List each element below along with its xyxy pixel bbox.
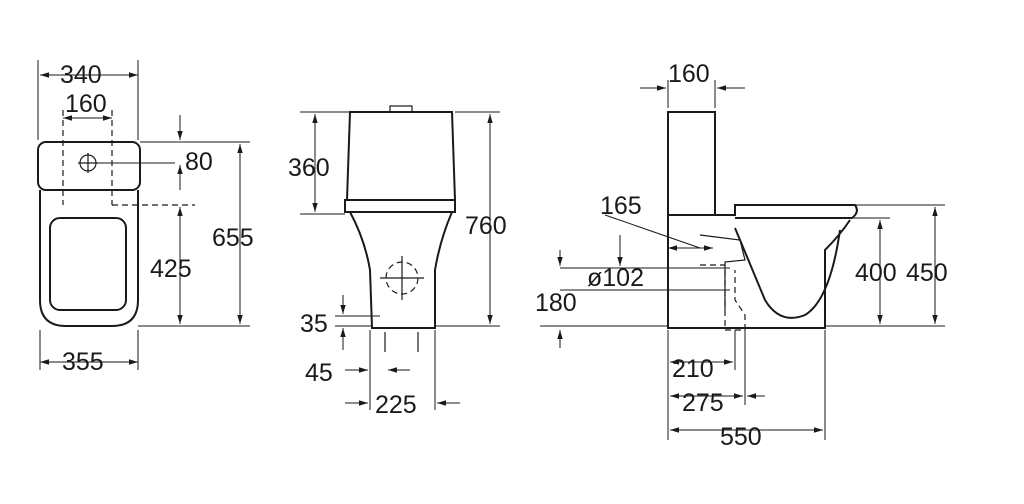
bowl-outline (667, 215, 851, 329)
dim-450: 450 (906, 259, 948, 287)
seat-outline (49, 217, 127, 311)
dim-655: 655 (212, 224, 254, 252)
tank-outline (345, 111, 457, 201)
dim-180: 180 (535, 289, 577, 317)
side-view: 160 165 ø102 180 400 450 210 275 550 (535, 60, 948, 451)
dim-550: 550 (720, 423, 762, 451)
seat-outline (668, 204, 858, 219)
tank-outline (667, 111, 716, 216)
dim-45: 45 (305, 359, 333, 387)
front-view: 360 760 35 45 225 (288, 105, 507, 419)
pedestal-outline (349, 211, 453, 329)
tank-outline (37, 141, 141, 191)
dim-340: 340 (60, 61, 102, 89)
dim-35: 35 (300, 310, 328, 338)
dim-760: 760 (465, 212, 507, 240)
dim-400: 400 (855, 259, 897, 287)
dim-165: 165 (600, 192, 642, 220)
dim-355: 355 (62, 348, 104, 376)
dim-160: 160 (65, 90, 107, 118)
dim-275: 275 (682, 389, 724, 417)
bowl-outline (39, 190, 139, 327)
dim-360: 360 (288, 154, 330, 182)
dim-225: 225 (375, 391, 417, 419)
top-view: 340 160 80 655 425 355 (37, 60, 254, 376)
dim-o102: ø102 (587, 264, 644, 292)
dim-425: 425 (150, 255, 192, 283)
dim-80: 80 (185, 148, 213, 176)
dim-210: 210 (672, 355, 714, 383)
dim-160: 160 (668, 60, 710, 88)
